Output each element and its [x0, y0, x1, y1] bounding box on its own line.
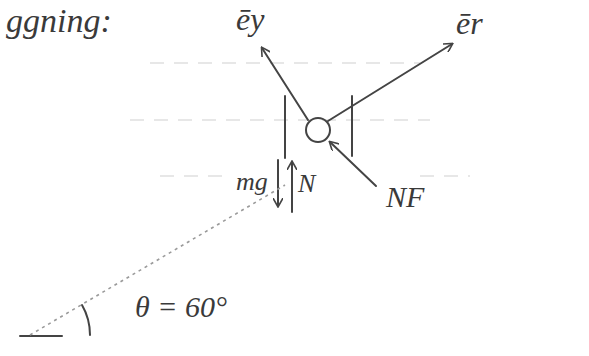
ruled-lines — [130, 63, 470, 176]
guide-force-arrow — [330, 142, 376, 186]
weight-arrow — [277, 160, 279, 206]
force-label: N — [298, 170, 315, 199]
unit-vector-arrow — [328, 44, 452, 121]
unit-vector-arrow — [262, 48, 308, 120]
angle-label: θ = 60° — [135, 290, 227, 323]
force-label: mg — [236, 168, 268, 197]
particle-circle — [306, 118, 330, 142]
heading-word: ggning: — [6, 2, 112, 39]
vector-label: ēy — [236, 2, 264, 37]
force-label: NF — [386, 180, 424, 213]
incline-line — [30, 185, 285, 335]
vector-label: ēr — [456, 6, 483, 41]
guide-wall — [284, 96, 286, 158]
angle-arc — [82, 305, 90, 335]
normal-force-arrow — [291, 162, 293, 212]
base-line — [20, 335, 62, 337]
